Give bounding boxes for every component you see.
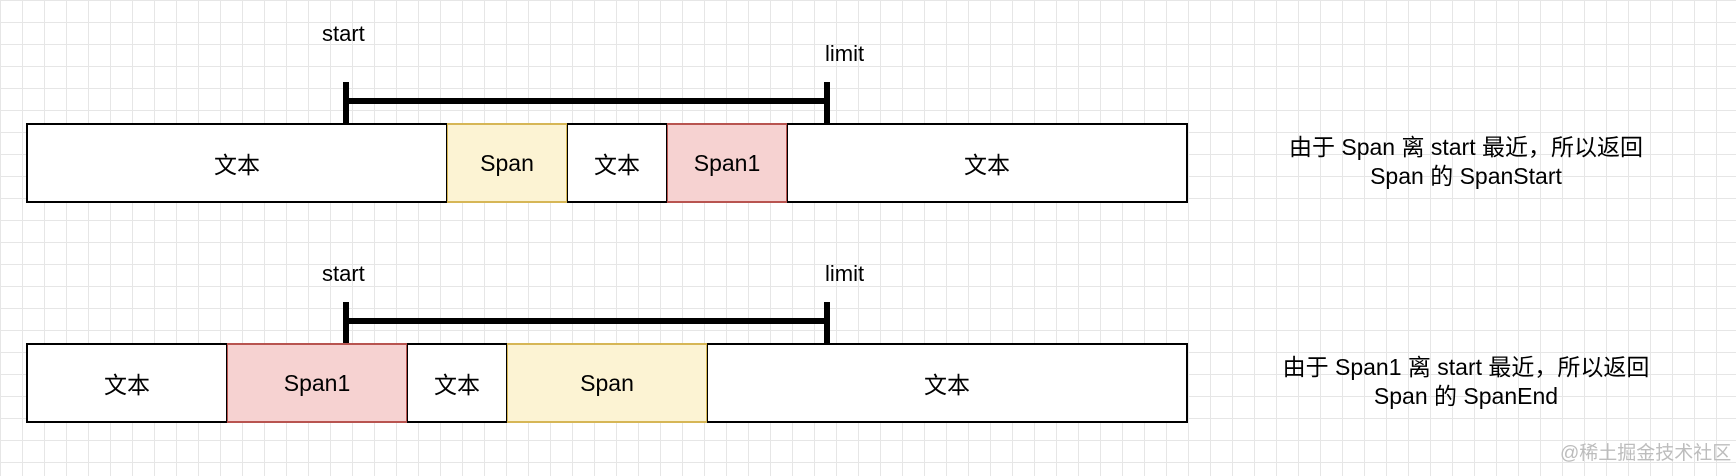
note-2-line1: 由于 Span1 离 start 最近，所以返回 xyxy=(1282,354,1650,380)
text-segment: 文本 xyxy=(707,343,1188,423)
span-segment: Span xyxy=(507,343,707,423)
range-bar-1 xyxy=(343,98,830,104)
text-segment: 文本 xyxy=(26,123,447,203)
start-label-1: start xyxy=(322,21,365,46)
watermark: @稀土掘金技术社区 xyxy=(1560,443,1732,464)
limit-label-1: limit xyxy=(825,41,865,66)
note-1-line2: Span 的 SpanStart xyxy=(1370,163,1562,189)
text-segment: 文本 xyxy=(567,123,667,203)
note-1-line1: 由于 Span 离 start 最近，所以返回 xyxy=(1288,134,1643,160)
span-segment: Span xyxy=(447,123,567,203)
text-segment: 文本 xyxy=(26,343,227,423)
note-1: 由于 Span 离 start 最近，所以返回 Span 的 SpanStart xyxy=(1256,133,1676,191)
limit-label-2: limit xyxy=(825,261,865,286)
start-label-2: start xyxy=(322,261,365,286)
text-segment: 文本 xyxy=(407,343,507,423)
text-row-2: 文本 Span1 文本 Span 文本 xyxy=(26,343,1188,423)
span1-segment: Span1 xyxy=(227,343,407,423)
note-2-line2: Span 的 SpanEnd xyxy=(1373,383,1559,409)
note-2: 由于 Span1 离 start 最近，所以返回 Span 的 SpanEnd xyxy=(1256,353,1676,411)
text-segment: 文本 xyxy=(787,123,1188,203)
text-row-1: 文本 Span 文本 Span1 文本 xyxy=(26,123,1188,203)
range-bar-2 xyxy=(343,318,830,324)
span1-segment: Span1 xyxy=(667,123,787,203)
